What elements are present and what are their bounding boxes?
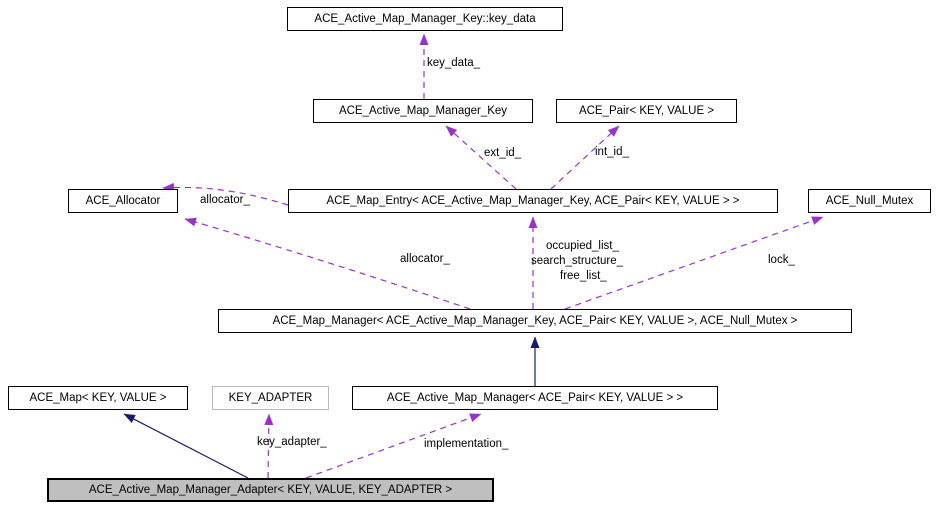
edge-allocator-from-map-manager bbox=[184, 217, 471, 310]
node-ace-pair[interactable]: ACE_Pair< KEY, VALUE > bbox=[556, 99, 737, 123]
edge-label-ext-id: ext_id_ bbox=[484, 147, 522, 159]
edge-label-free-list: free_list_ bbox=[560, 270, 607, 282]
edge-label-lock: lock_ bbox=[768, 254, 795, 266]
node-ace-active-map-manager[interactable]: ACE_Active_Map_Manager< ACE_Pair< KEY, V… bbox=[352, 386, 718, 410]
node-ace-active-map-manager-key-key-data[interactable]: ACE_Active_Map_Manager_Key::key_data bbox=[287, 7, 563, 31]
edge-int-id bbox=[550, 125, 620, 190]
edge-label-key-adapter: key_adapter_ bbox=[257, 436, 327, 448]
edge-label-int-id: int_id_ bbox=[595, 146, 629, 158]
node-key-adapter: KEY_ADAPTER bbox=[212, 386, 329, 410]
edge-label-occupied-list: occupied_list_ bbox=[546, 240, 619, 252]
edge-label-allocator-entry: allocator_ bbox=[200, 194, 250, 206]
edge-implementation bbox=[305, 413, 482, 479]
edge-allocator-from-map-entry bbox=[162, 182, 289, 206]
edge-label-implementation: implementation_ bbox=[424, 438, 509, 450]
node-ace-map-manager[interactable]: ACE_Map_Manager< ACE_Active_Map_Manager_… bbox=[218, 309, 852, 333]
edge-label-allocator-manager: allocator_ bbox=[400, 253, 450, 265]
node-ace-map[interactable]: ACE_Map< KEY, VALUE > bbox=[8, 386, 188, 410]
node-ace-active-map-manager-adapter: ACE_Active_Map_Manager_Adapter< KEY, VAL… bbox=[47, 478, 494, 502]
edge-label-key-data: key_data_ bbox=[427, 57, 481, 69]
edge-label-search-structure: search_structure_ bbox=[531, 255, 624, 267]
node-ace-active-map-manager-key[interactable]: ACE_Active_Map_Manager_Key bbox=[313, 99, 533, 123]
edge-ext-id bbox=[445, 125, 517, 190]
edge-lock bbox=[564, 216, 824, 310]
node-ace-allocator[interactable]: ACE_Allocator bbox=[68, 189, 178, 213]
node-ace-map-entry[interactable]: ACE_Map_Entry< ACE_Active_Map_Manager_Ke… bbox=[288, 189, 778, 213]
edge-inheritance-ace-map bbox=[123, 413, 249, 479]
node-ace-null-mutex[interactable]: ACE_Null_Mutex bbox=[808, 189, 931, 213]
